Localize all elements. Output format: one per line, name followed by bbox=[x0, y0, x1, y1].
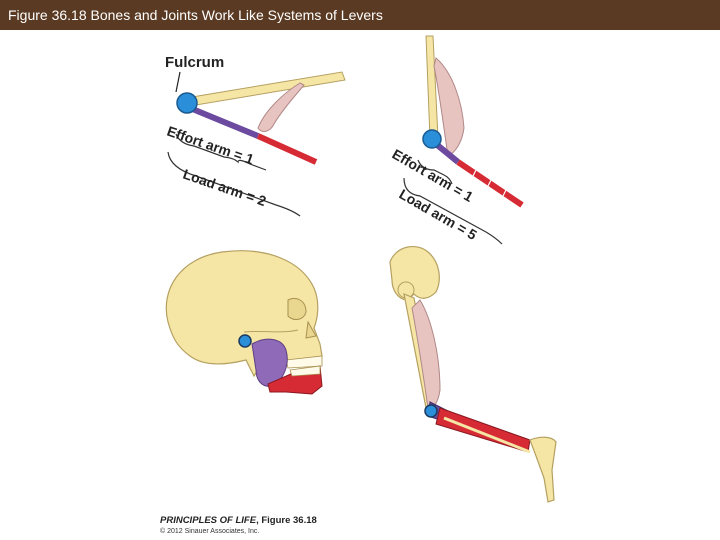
figure-reference: , Figure 36.18 bbox=[256, 515, 317, 526]
fibula bbox=[443, 416, 531, 454]
leg-muscle bbox=[433, 57, 465, 157]
jaw-upper-bone bbox=[185, 71, 346, 107]
leg-load-arm bbox=[456, 159, 524, 208]
credit-line: PRINCIPLES OF LIFE, Figure 36.18 bbox=[160, 515, 317, 526]
jaw-muscle bbox=[257, 82, 305, 132]
leg-upper-bone bbox=[425, 35, 439, 140]
leg-effort-arm bbox=[434, 141, 460, 165]
nasal-cavity bbox=[305, 320, 317, 339]
jaw-fulcrum-point bbox=[176, 92, 198, 114]
cheek-bone bbox=[243, 329, 299, 333]
pelvis bbox=[389, 245, 440, 301]
copyright-line: © 2012 Sinauer Associates, Inc. bbox=[160, 528, 260, 535]
jaw-load-arm bbox=[256, 133, 318, 165]
jaw-load-bracket bbox=[167, 151, 301, 217]
lower-teeth bbox=[289, 365, 321, 377]
book-title: PRINCIPLES OF LIFE bbox=[160, 515, 257, 526]
leg-load-tick bbox=[486, 179, 492, 189]
jaw-effort-arm bbox=[188, 105, 260, 139]
fulcrum-pointer bbox=[175, 71, 181, 93]
leg-load-bracket bbox=[403, 177, 503, 245]
skull-illustration bbox=[165, 250, 323, 395]
jaw-effort-bracket bbox=[175, 133, 267, 171]
knee-fulcrum-point bbox=[424, 404, 438, 418]
lever-diagram: Fulcrum Effort arm = 1 Load arm = 2 bbox=[165, 35, 557, 503]
leg-lever-schematic: Effort arm = 1 Load arm = 5 bbox=[390, 35, 524, 245]
jaw-lever-schematic: Fulcrum Effort arm = 1 Load arm = 2 bbox=[165, 54, 346, 217]
leg-load-tick bbox=[501, 189, 507, 199]
eye-socket bbox=[287, 298, 307, 320]
leg-fulcrum-point bbox=[422, 129, 442, 149]
leg-effort-bracket bbox=[417, 159, 453, 185]
skull-fulcrum-point bbox=[238, 334, 252, 348]
foot bbox=[529, 436, 557, 503]
title-bar: Figure 36.18 Bones and Joints Work Like … bbox=[0, 0, 720, 30]
jaw-muscle-masseter bbox=[251, 338, 288, 387]
jaw-load-arm-label: Load arm = 2 bbox=[181, 166, 268, 209]
leg-illustration bbox=[389, 245, 557, 503]
figure-title: Figure 36.18 Bones and Joints Work Like … bbox=[8, 7, 383, 23]
upper-teeth bbox=[285, 355, 323, 369]
leg-load-tick bbox=[471, 169, 477, 179]
fulcrum-label: Fulcrum bbox=[165, 54, 224, 71]
